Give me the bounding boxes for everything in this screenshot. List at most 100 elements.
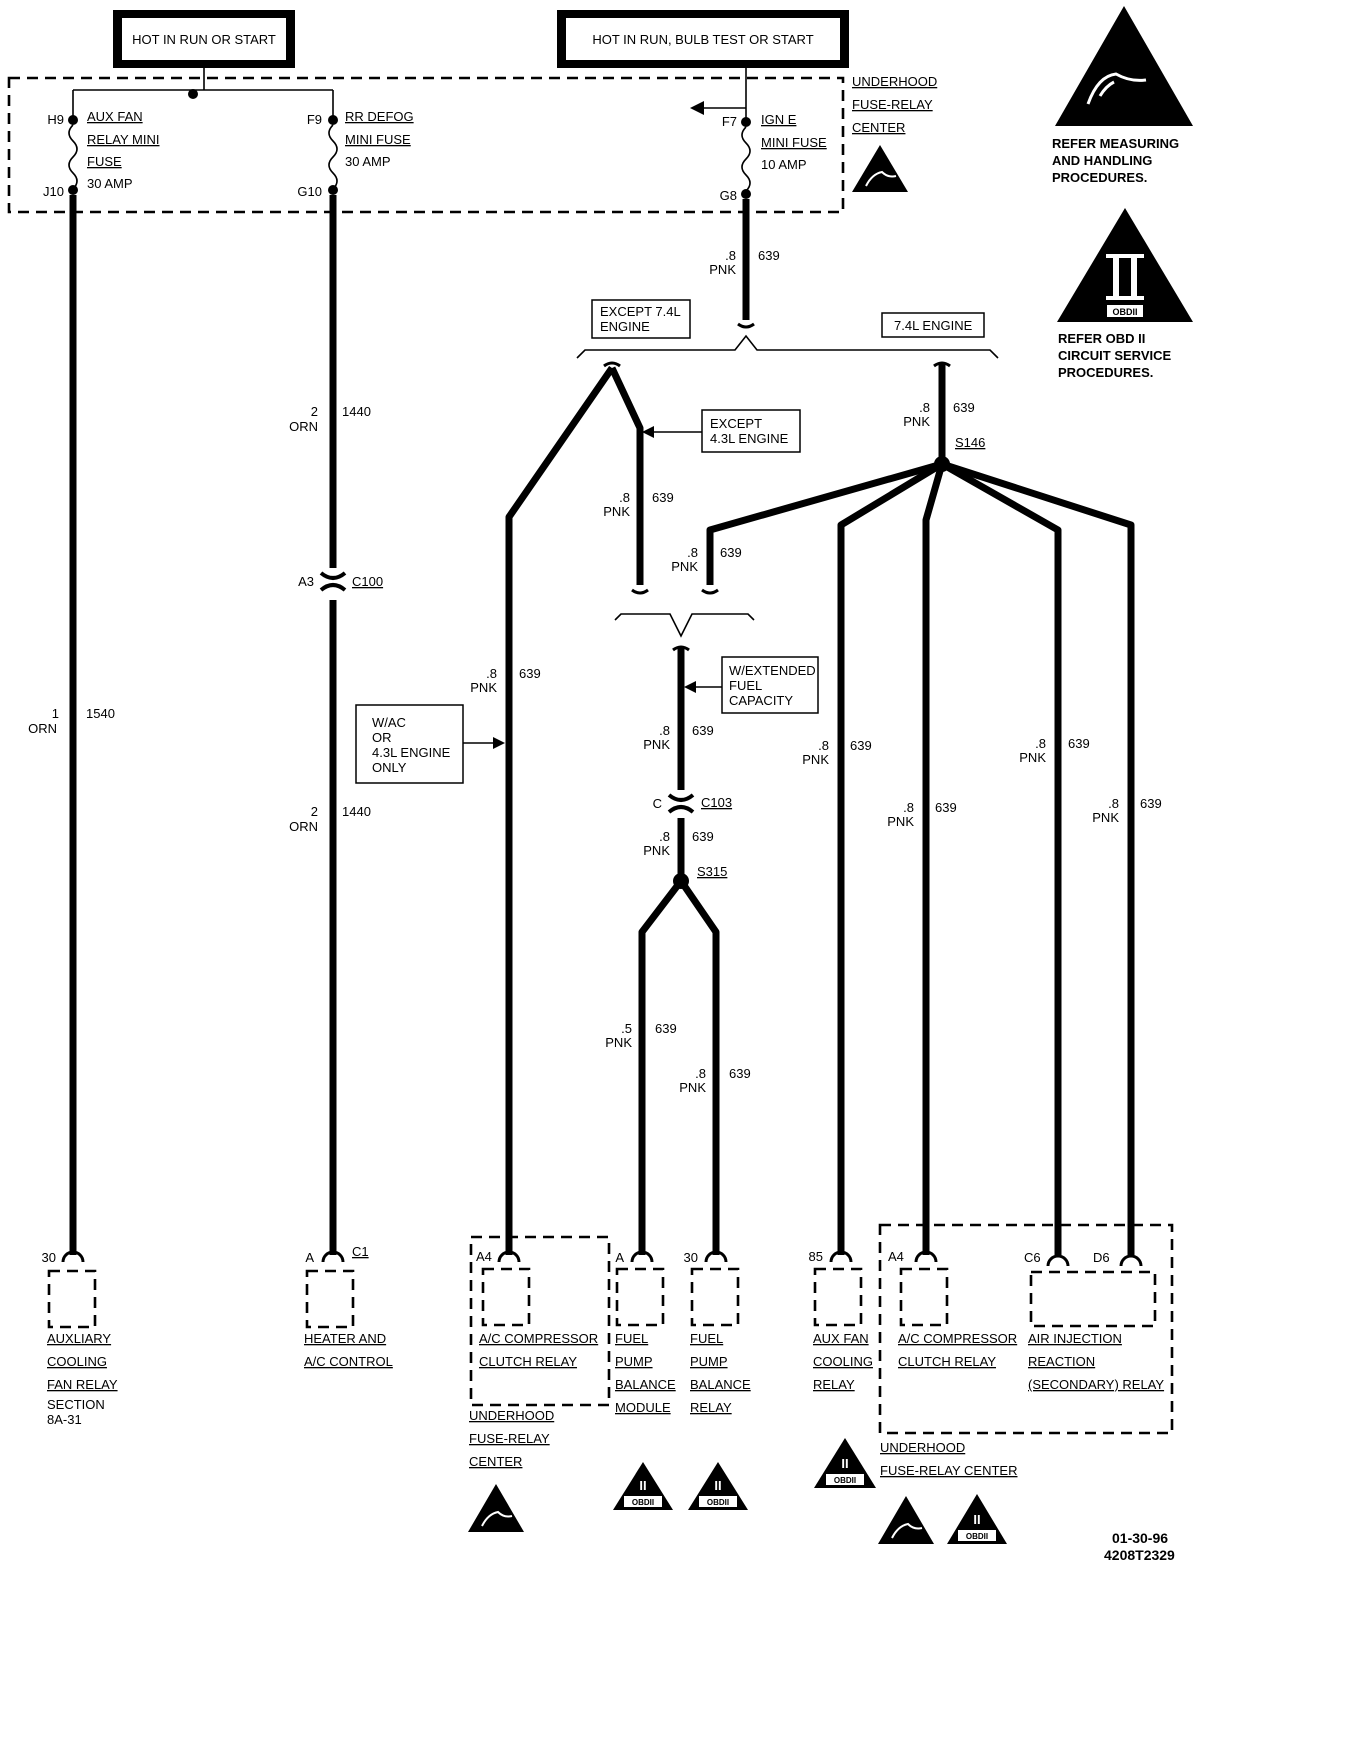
figure-code: 01-30-96 4208T2329 <box>1104 1530 1175 1563</box>
wire-label-1440: 2 ORN 1440 2 ORN 1440 <box>289 404 371 834</box>
pin-g10: G10 <box>297 184 322 199</box>
fuse-ign-e: F7 G8 IGN E MINI FUSE 10 AMP <box>720 112 827 203</box>
power-label-left: HOT IN RUN OR START <box>113 10 295 68</box>
wire-label-639: .8 PNK 639 <box>903 400 974 429</box>
svg-text:.8: .8 <box>919 400 930 415</box>
wire-label-639: .8 PNK 639 <box>671 545 741 574</box>
svg-text:PNK: PNK <box>470 680 497 695</box>
option-split-brace <box>576 334 999 359</box>
component-aux-fan-cooling-relay: 85 AUX FAN COOLING RELAY <box>809 1249 873 1392</box>
svg-text:.5: .5 <box>621 1021 632 1036</box>
svg-text:C6: C6 <box>1024 1250 1041 1265</box>
option-extended-fuel: W/EXTENDED FUEL CAPACITY <box>684 656 819 714</box>
svg-text:01-30-96: 01-30-96 <box>1112 1530 1168 1546</box>
option-except-74: EXCEPT 7.4L ENGINE <box>591 299 691 339</box>
obd-ii-icon: II OBDII <box>613 1462 673 1510</box>
component-underhood-fuse-relay-center-right: A4 A/C COMPRESSOR CLUTCH RELAY C6 D6 AIR… <box>878 1223 1174 1478</box>
svg-text:A: A <box>615 1250 624 1265</box>
svg-text:639: 639 <box>729 1066 751 1081</box>
svg-text:CLUTCH RELAY: CLUTCH RELAY <box>898 1354 996 1369</box>
svg-text:639: 639 <box>953 400 975 415</box>
svg-text:SECTION: SECTION <box>47 1397 105 1412</box>
svg-text:ONLY: ONLY <box>372 760 407 775</box>
svg-text:A: A <box>305 1250 314 1265</box>
svg-text:639: 639 <box>935 800 957 815</box>
svg-text:FUEL: FUEL <box>690 1331 723 1346</box>
svg-text:4.3L ENGINE: 4.3L ENGINE <box>372 745 451 760</box>
obd-ii-icon <box>1057 208 1193 322</box>
svg-text:4208T2329: 4208T2329 <box>1104 1547 1175 1563</box>
svg-text:PNK: PNK <box>887 814 914 829</box>
fuse-rating: 30 AMP <box>345 154 391 169</box>
svg-text:PUMP: PUMP <box>690 1354 728 1369</box>
splice-s315-label: S315 <box>697 864 727 879</box>
svg-text:.8: .8 <box>725 248 736 263</box>
svg-text:PNK: PNK <box>1092 810 1119 825</box>
svg-text:A4: A4 <box>476 1249 492 1264</box>
component-heater-ac-control: A C1 HEATER AND A/C CONTROL <box>304 1244 393 1369</box>
fuse-rating: 10 AMP <box>761 157 807 172</box>
svg-text:BALANCE: BALANCE <box>690 1377 751 1392</box>
obd-ii-icon: II OBDII <box>814 1438 876 1488</box>
svg-text:OBDII: OBDII <box>966 1532 988 1541</box>
svg-text:FUEL: FUEL <box>615 1331 648 1346</box>
esd-icon <box>878 1496 934 1544</box>
svg-text:CENTER: CENTER <box>469 1454 522 1469</box>
svg-text:FAN RELAY: FAN RELAY <box>47 1377 118 1392</box>
svg-text:CENTER: CENTER <box>852 120 905 135</box>
wire-639-ac-relay <box>505 366 615 1255</box>
svg-text:639: 639 <box>519 666 541 681</box>
svg-text:PNK: PNK <box>671 559 698 574</box>
fuse-label: RELAY MINI <box>87 132 159 147</box>
wire-label-1540: 1 ORN 1540 <box>28 706 115 736</box>
svg-text:AUXLIARY: AUXLIARY <box>47 1331 111 1346</box>
wire-label-639: .8 PNK 639 <box>643 829 713 858</box>
fuse-label: FUSE <box>87 154 122 169</box>
obd-ii-icon: II OBDII <box>947 1494 1007 1544</box>
svg-text:30: 30 <box>684 1250 698 1265</box>
esd-icon <box>468 1484 524 1532</box>
svg-text:639: 639 <box>692 723 714 738</box>
svg-text:639: 639 <box>720 545 742 560</box>
svg-text:AND HANDLING: AND HANDLING <box>1052 153 1152 168</box>
option-wac-43: W/AC OR 4.3L ENGINE ONLY <box>355 704 505 784</box>
option-except-43: EXCEPT 4.3L ENGINE <box>642 409 801 453</box>
arrow-icon <box>690 101 704 115</box>
svg-text:PNK: PNK <box>605 1035 632 1050</box>
obd-ii-icon: II OBDII <box>688 1462 748 1510</box>
svg-text:W/EXTENDED: W/EXTENDED <box>729 663 816 678</box>
power-label-left-text: HOT IN RUN OR START <box>132 32 276 47</box>
svg-text:ORN: ORN <box>289 819 318 834</box>
svg-text:8A-31: 8A-31 <box>47 1412 82 1427</box>
splice-s146-label: S146 <box>955 435 985 450</box>
svg-text:COOLING: COOLING <box>47 1354 107 1369</box>
svg-text:639: 639 <box>758 248 780 263</box>
svg-text:II: II <box>639 1478 646 1493</box>
svg-text:D6: D6 <box>1093 1250 1110 1265</box>
svg-text:(SECONDARY) RELAY: (SECONDARY) RELAY <box>1028 1377 1164 1392</box>
svg-text:C1: C1 <box>352 1244 369 1259</box>
svg-text:C100: C100 <box>352 574 383 589</box>
svg-text:639: 639 <box>850 738 872 753</box>
svg-text:ENGINE: ENGINE <box>600 319 650 334</box>
svg-text:1: 1 <box>52 706 59 721</box>
svg-text:.8: .8 <box>687 545 698 560</box>
svg-text:A/C COMPRESSOR: A/C COMPRESSOR <box>898 1331 1017 1346</box>
pin-g8: G8 <box>720 188 737 203</box>
svg-text:1440: 1440 <box>342 404 371 419</box>
svg-text:A3: A3 <box>298 574 314 589</box>
fuse-aux-fan: H9 J10 AUX FAN RELAY MINI FUSE 30 AMP <box>43 109 159 199</box>
connector-c103: C C103 <box>653 793 732 814</box>
svg-text:1540: 1540 <box>86 706 115 721</box>
svg-text:FUSE-RELAY: FUSE-RELAY <box>852 97 933 112</box>
svg-text:HEATER AND: HEATER AND <box>304 1331 386 1346</box>
wire-639-air-c6 <box>940 460 1062 1255</box>
svg-text:639: 639 <box>652 490 674 505</box>
svg-text:.8: .8 <box>903 800 914 815</box>
wire-label-639: .8 PNK 639 <box>643 723 713 752</box>
wire-label-639-small: .5 PNK 639 <box>605 1021 676 1050</box>
svg-text:UNDERHOOD: UNDERHOOD <box>852 74 937 89</box>
connector-c100: A3 C100 <box>298 571 383 592</box>
svg-text:4.3L ENGINE: 4.3L ENGINE <box>710 431 789 446</box>
option-74-engine: 7.4L ENGINE <box>881 312 985 338</box>
